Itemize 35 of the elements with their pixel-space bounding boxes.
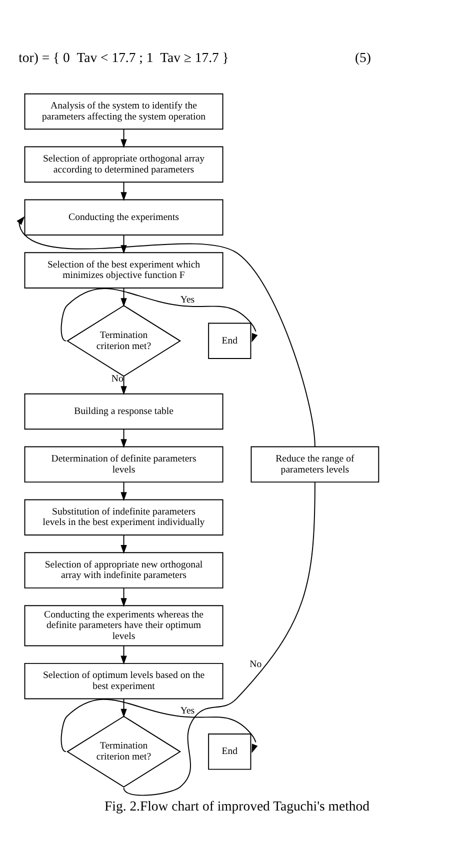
node-box: Selection of appropriate new orthogonal array with indefinite parameters [24,552,224,588]
label: tor) = { 0 Tav < 17.7 ; 1 Tav ≥ 17.7 } [18,50,229,65]
node-box: Conducting the experiments whereas the definite parameters have their optimum levels [24,604,224,646]
edge-label: Yes [180,704,195,716]
node-box: Selection of optimum levels based on the best experiment [24,662,224,699]
arrow [120,128,127,148]
node-box: Conducting the experiments [24,198,224,236]
node-box: Selection of appropriate orthogonal array according to determined parameters [24,146,224,182]
arrow [120,481,127,500]
edge-label: No [250,658,262,670]
arrow [120,698,127,718]
edge-label: Yes [180,294,195,306]
connector [123,481,316,796]
node-diamond: Termination criterion met? [66,304,182,376]
arrow [120,375,127,395]
node-box: Reduce the range of parameters levels [250,446,380,482]
node-box: Analysis of the system to identify the parameters affecting the system operation [24,92,224,130]
node-box: End [208,322,252,359]
arrow [120,534,127,554]
arrow [120,181,127,200]
caption: Fig. 2.Flow chart of improved Taguchi's method [104,798,370,813]
node-box: Determination of definite parameters levels [24,446,224,482]
arrow [120,287,127,306]
label: (5) [354,50,371,65]
arrow [120,428,127,448]
arrow [60,288,258,342]
node-box: Building a response table [24,392,224,430]
node-box: End [208,733,252,770]
arrow [16,216,316,447]
node-diamond: Termination criterion met? [66,715,182,788]
arrow [120,587,127,606]
arrow [60,698,258,753]
node-box: Selection of the best experiment which minimizes objective function F [24,252,224,288]
node-box: Substitution of indefinite parameters levels in the best experiment individually [24,498,224,535]
arrow [120,644,127,664]
